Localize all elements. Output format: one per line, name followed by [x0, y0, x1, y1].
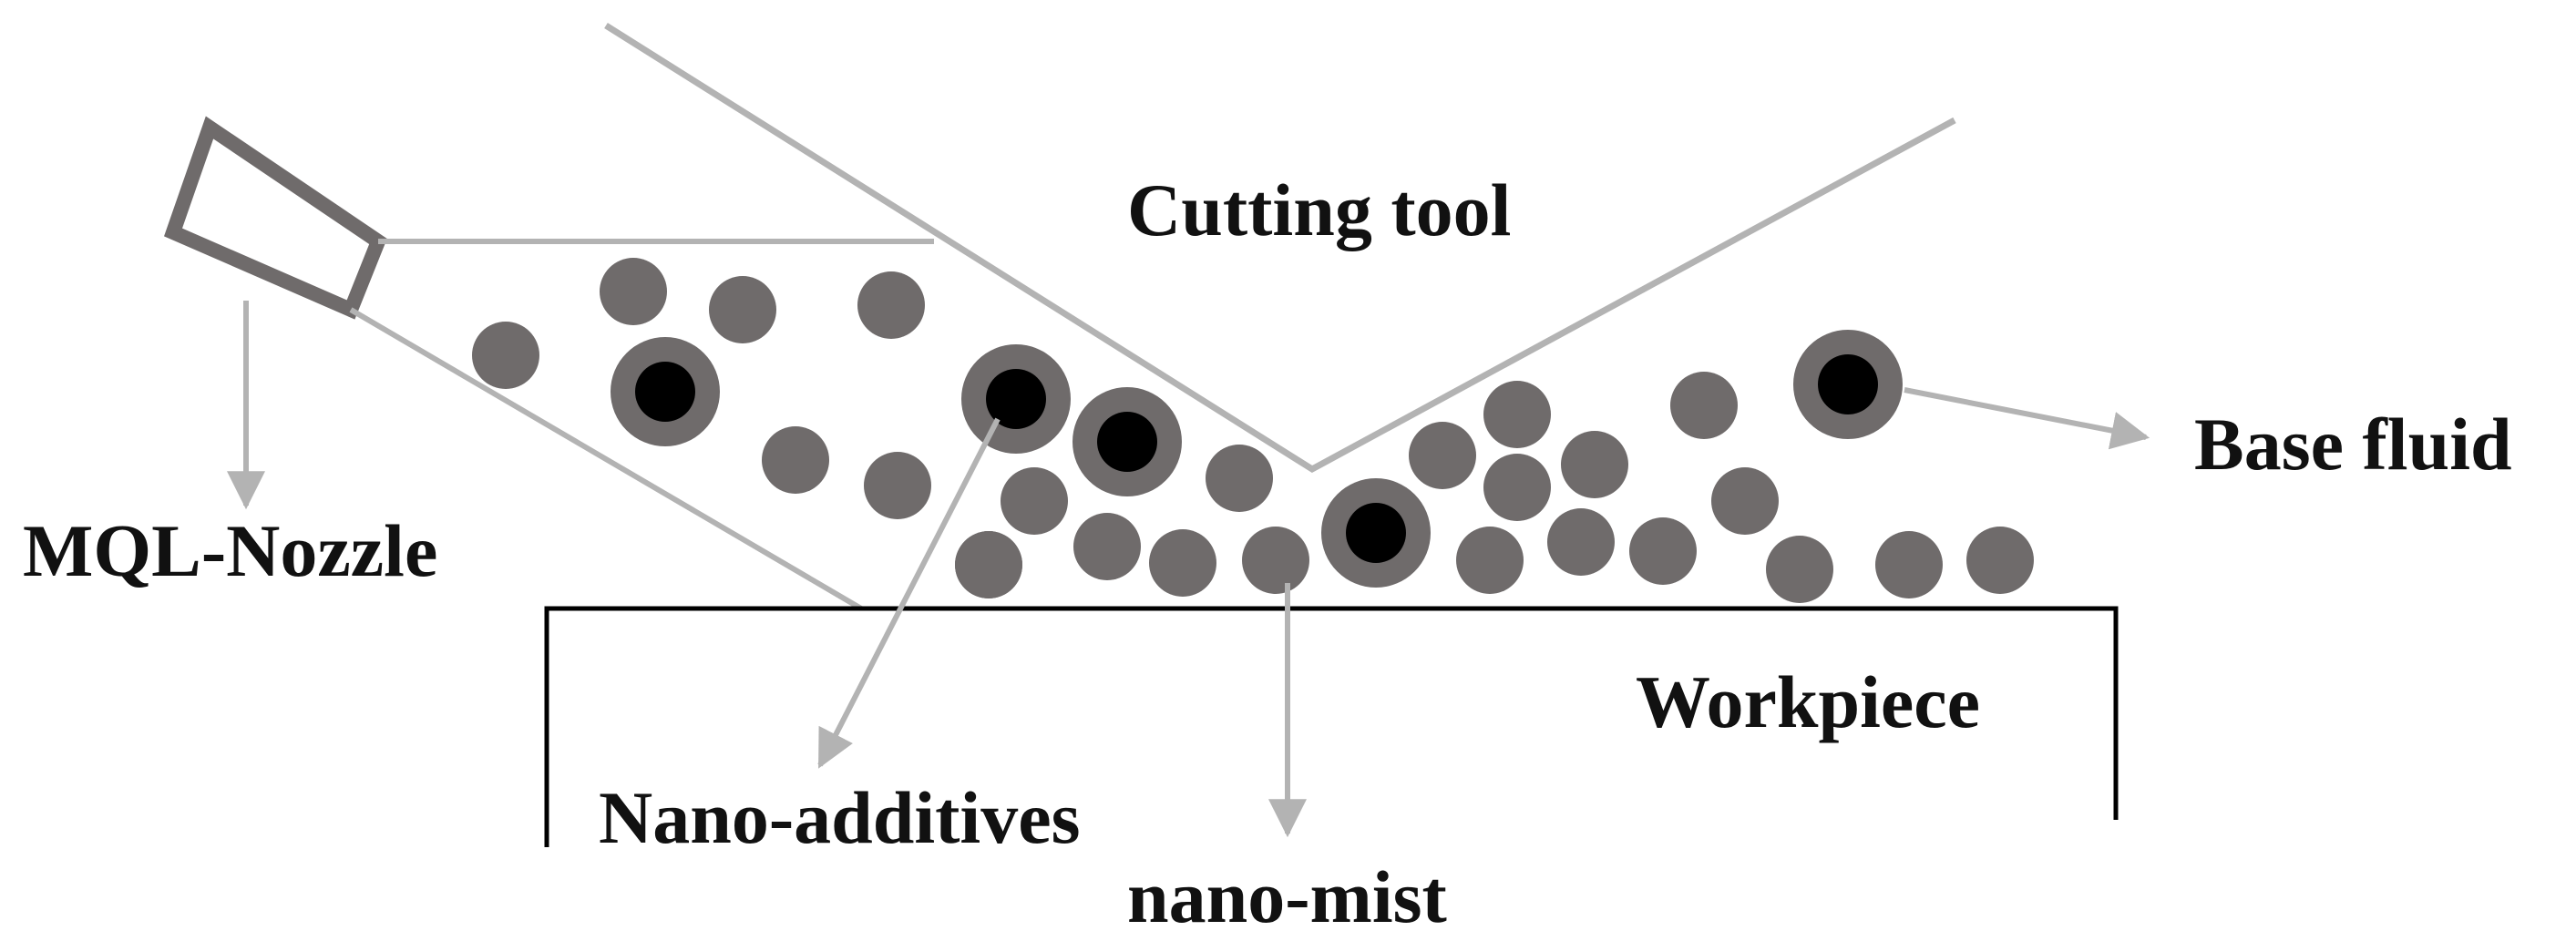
nano-additives-arrow: [817, 417, 1001, 769]
mist-particle: [1483, 381, 1551, 448]
mist-particle: [709, 276, 776, 343]
base-fluid-label: Base fluid: [2194, 403, 2512, 486]
mist-particle: [1149, 529, 1216, 597]
base-fluid-arrow: [1904, 387, 2150, 450]
mist-particle: [1409, 422, 1476, 489]
mist-particle: [1670, 372, 1738, 439]
base-fluid-droplet: [1321, 478, 1431, 588]
mist-particle: [1073, 513, 1141, 580]
cutting-tool-label: Cutting tool: [1127, 169, 1511, 251]
workpiece-outline: [544, 606, 2119, 847]
mist-particle: [1242, 527, 1309, 594]
mist-particle: [1966, 527, 2034, 594]
mist-particle: [600, 258, 667, 325]
mql-nozzle-label: MQL-Nozzle: [23, 509, 437, 592]
mist-particle: [472, 322, 539, 389]
workpiece-label: Workpiece: [1636, 660, 1980, 743]
mist-particle: [1561, 431, 1628, 498]
mist-particle: [762, 426, 829, 494]
nano-mist-particles: [472, 258, 2034, 603]
mist-particle: [1875, 531, 1943, 598]
mist-particle: [1001, 467, 1068, 535]
mist-particle: [1483, 454, 1551, 521]
cutting-tool-outline: [604, 23, 1956, 474]
mist-particle: [1456, 527, 1524, 594]
spray-lower-line: [349, 307, 863, 611]
base-fluid-droplet: [961, 344, 1071, 454]
mist-particle: [857, 271, 925, 339]
mist-particle: [864, 452, 931, 519]
mist-particle: [1766, 536, 1833, 603]
nano-mist-label: nano-mist: [1127, 855, 1447, 938]
mist-particle: [1711, 467, 1779, 535]
mist-particle: [1206, 445, 1273, 512]
base-fluid-droplet: [611, 337, 720, 446]
mist-particle: [955, 531, 1022, 598]
mql-nozzle-body: [164, 116, 387, 320]
mist-particle: [1547, 508, 1615, 576]
base-fluid-droplet: [1072, 387, 1182, 496]
mist-particle: [1629, 517, 1697, 585]
nano-additives-label: Nano-additives: [599, 776, 1081, 859]
base-fluid-droplet: [1793, 330, 1903, 439]
